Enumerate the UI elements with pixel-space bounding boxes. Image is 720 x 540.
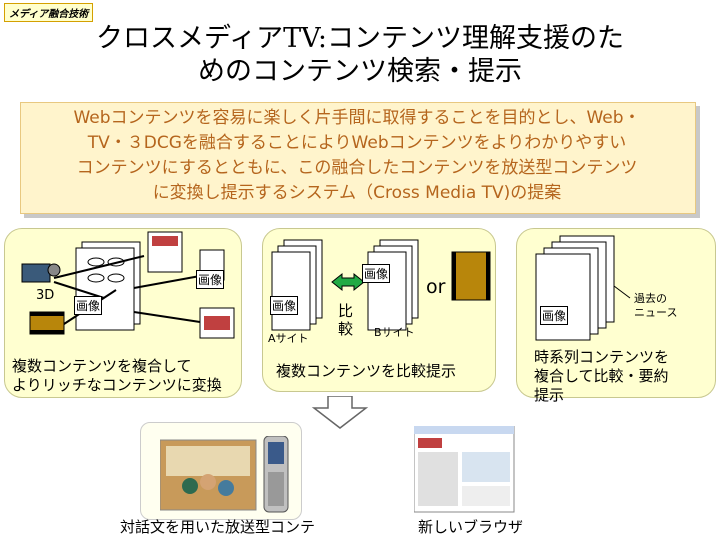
down-arrow-icon [311, 396, 369, 429]
compare-char: 比 [338, 302, 354, 320]
label-image: 画像 [362, 264, 391, 283]
label-image: 画像 [540, 306, 569, 325]
panel2-caption: 複数コンテンツを比較提示 [276, 362, 457, 380]
caption-line: よりリッチなコンテンツに変換 [12, 376, 222, 394]
title-line-1: クロスメディアTV:コンテンツ理解支援のた [96, 23, 624, 54]
web-page-icon [199, 307, 235, 339]
summary-line: コンテンツにするとともに、この融合したコンテンツを放送型コンテンツ [76, 158, 638, 178]
bottom-left-caption: 対話文を用いた放送型コンテ [120, 518, 316, 536]
label-image: 画像 [74, 296, 103, 315]
film-icon [451, 251, 491, 301]
broadcast-screenshot [160, 436, 289, 513]
compare-char: 較 [338, 320, 354, 338]
summary-line: TV・３DCGを融合することによりWebコンテンツをよりわかりやすい [87, 133, 627, 153]
compare-label: 比 較 [338, 302, 353, 338]
category-tag: メディア融合技術 [4, 3, 94, 22]
bottom-right-caption: 新しいブラウザ [418, 518, 524, 536]
caption-line: 時系列コンテンツを [534, 348, 670, 366]
caption-line: 提示 [534, 386, 565, 404]
caption-line: 複数コンテンツを複合して [12, 357, 192, 375]
page-stack-b [367, 239, 419, 331]
compare-arrow-icon [331, 272, 365, 292]
label-image: 画像 [270, 296, 299, 315]
past-news-line: ニュース [634, 306, 678, 319]
panel1-caption: 複数コンテンツを複合して よりリッチなコンテンツに変換 [12, 357, 222, 395]
or-label: or [426, 276, 446, 298]
callout-line [613, 285, 631, 299]
page-stack [75, 241, 141, 331]
mobile-phone-icon [263, 436, 289, 513]
page-stack-a [271, 239, 323, 331]
past-news-label: 過去の ニュース [634, 292, 677, 320]
summary-line: Webコンテンツを容易に楽しく片手間に取得することを目的とし、Web・ [73, 108, 641, 128]
web-page-icon [147, 231, 183, 273]
panel3-graphic [535, 235, 631, 341]
panel1-graphic [21, 231, 235, 339]
summary-line: に変換し提示するシステム（Cross Media TV)の提案 [152, 183, 562, 203]
browser-screenshot [414, 426, 515, 513]
caption-line: 複合して比較・要約 [534, 367, 669, 385]
label-image: 画像 [196, 270, 225, 289]
label-3d: 3D [36, 288, 55, 303]
past-news-line: 過去の [634, 292, 667, 305]
title-line-2: めのコンテンツ検索・提示 [198, 56, 522, 87]
site-a-label: Aサイト [268, 332, 309, 345]
panel3-caption: 時系列コンテンツを 複合して比較・要約 提示 [534, 348, 669, 405]
camera-icon [21, 263, 61, 283]
summary-box [20, 102, 696, 214]
slide-title: クロスメディアTV:コンテンツ理解支援のた めのコンテンツ検索・提示 [0, 22, 720, 88]
site-b-label: Bサイト [374, 326, 415, 339]
film-icon [29, 311, 65, 335]
summary-text: Webコンテンツを容易に楽しく片手間に取得することを目的とし、Web・ TV・３… [20, 106, 694, 206]
